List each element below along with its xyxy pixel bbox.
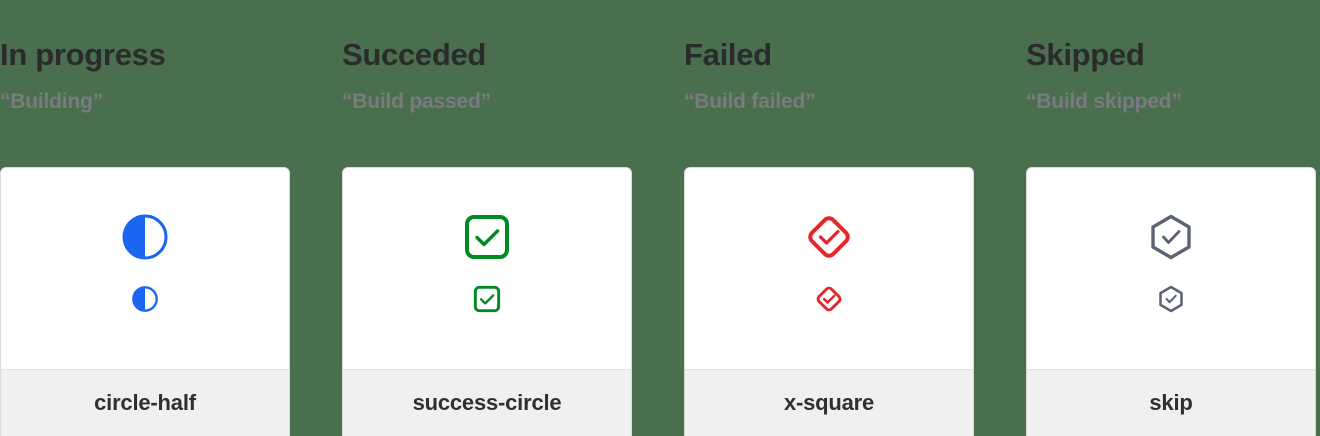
column-subtitle: “Build skipped” [1026, 90, 1182, 113]
status-column-in-progress: In progress “Building” [0, 0, 292, 436]
icon-card-x-square[interactable]: x-square [684, 167, 974, 436]
column-title: In progress [0, 37, 166, 72]
status-column-failed: Failed “Build failed” [684, 0, 976, 436]
x-square-icon-small [815, 285, 843, 313]
skip-icon-small [1157, 285, 1185, 313]
column-title: Failed [684, 37, 772, 72]
success-circle-icon [463, 213, 511, 261]
icon-card-circle-half[interactable]: circle-half [0, 167, 290, 436]
icon-name-label: success-circle [412, 390, 562, 415]
x-square-icon [805, 213, 853, 261]
status-column-succeded: Succeded “Build passed” [342, 0, 634, 436]
icon-name-label: skip [1149, 390, 1193, 415]
column-title: Succeded [342, 37, 487, 72]
success-circle-icon-small [473, 285, 501, 313]
column-subtitle: “Building” [0, 90, 103, 113]
status-column-skipped: Skipped “Build skipped” [1026, 0, 1318, 436]
icon-card-body [685, 168, 973, 369]
skip-icon [1147, 213, 1195, 261]
icon-card-body [1027, 168, 1315, 369]
icon-card-body [1, 168, 289, 369]
column-subtitle: “Build failed” [684, 90, 816, 113]
icon-card-body [343, 168, 631, 369]
column-title: Skipped [1026, 37, 1145, 72]
circle-half-icon-small [131, 285, 159, 313]
icon-card-footer: success-circle [343, 369, 631, 436]
circle-half-icon [121, 213, 169, 261]
icon-card-footer: circle-half [1, 369, 289, 436]
icon-card-success-circle[interactable]: success-circle [342, 167, 632, 436]
icon-name-label: x-square [783, 390, 875, 415]
icon-name-label: circle-half [94, 390, 196, 415]
icon-card-skip[interactable]: skip [1026, 167, 1316, 436]
icon-card-footer: skip [1027, 369, 1315, 436]
column-subtitle: “Build passed” [342, 90, 491, 113]
icon-card-footer: x-square [685, 369, 973, 436]
